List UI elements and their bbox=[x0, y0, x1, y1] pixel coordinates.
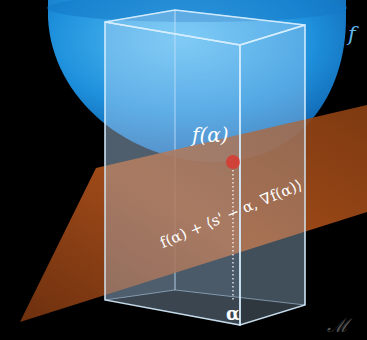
value-label: f(α) bbox=[192, 125, 229, 145]
prism-front bbox=[105, 22, 240, 325]
tangent-point bbox=[226, 155, 240, 169]
point-label: α bbox=[226, 305, 240, 323]
dotted-line bbox=[232, 170, 233, 300]
prism-top bbox=[105, 10, 305, 45]
prism-side bbox=[240, 25, 305, 325]
function-label: f bbox=[348, 24, 356, 45]
set-label: ℳ bbox=[327, 316, 349, 335]
